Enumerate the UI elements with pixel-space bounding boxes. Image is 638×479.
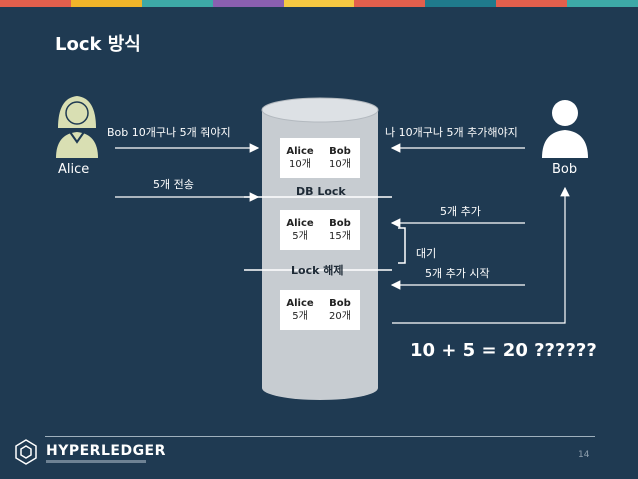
record-bob-header: Bob [329, 298, 351, 309]
alice-send-text: 5개 전송 [153, 178, 194, 191]
stripe-segment [425, 0, 497, 7]
bob-label: Bob [552, 162, 578, 177]
bob-add-text: 5개 추가 [440, 205, 481, 218]
record-alice-header: Alice [286, 146, 314, 157]
record-bob-value: 10개 [329, 159, 351, 170]
footer-divider [45, 436, 595, 437]
record-alice-header: Alice [286, 218, 314, 229]
db-record-3: Alice Bob 5개 20개 [280, 290, 360, 330]
stripe-segment [212, 0, 284, 7]
record-bob-header: Bob [329, 146, 351, 157]
stripe-segment [70, 0, 142, 7]
female-user-icon [56, 96, 98, 158]
stripe-segment [354, 0, 426, 7]
record-alice-value: 10개 [289, 159, 311, 170]
bob-request-text: 나 10개구나 5개 추가해야지 [385, 126, 518, 139]
top-color-stripe [0, 0, 638, 7]
bob-start-text: 5개 추가 시작 [425, 267, 490, 280]
record-bob-value: 20개 [329, 311, 351, 322]
db-record-2: Alice Bob 5개 15개 [280, 210, 360, 250]
message-arrows [115, 143, 570, 324]
slide-title: Lock 방식 [55, 34, 141, 55]
result-equation: 10 + 5 = 20 ?????? [410, 340, 597, 361]
wait-bracket [398, 227, 406, 264]
db-record-1: Alice Bob 10개 10개 [280, 138, 360, 178]
stripe-segment [567, 0, 638, 7]
record-alice-value: 5개 [292, 231, 308, 242]
bob-wait-text: 대기 [416, 247, 437, 260]
male-user-icon [542, 100, 588, 158]
hyperledger-logo: HYPERLEDGER [46, 443, 166, 459]
record-alice-value: 5개 [292, 311, 308, 322]
stripe-segment [283, 0, 355, 7]
lock-release-label: Lock 해제 [291, 264, 344, 277]
arrow-bob-return [392, 186, 570, 324]
stripe-segment [0, 0, 71, 7]
alice-label: Alice [58, 162, 90, 177]
stripe-segment [141, 0, 213, 7]
alice-request-text: Bob 10개구나 5개 줘야지 [107, 126, 231, 139]
db-lock-label: DB Lock [296, 185, 346, 198]
page-number: 14 [578, 450, 590, 460]
logo-subline [46, 460, 146, 463]
record-bob-value: 15개 [329, 231, 351, 242]
record-alice-header: Alice [286, 298, 314, 309]
record-bob-header: Bob [329, 218, 351, 229]
stripe-segment [496, 0, 568, 7]
